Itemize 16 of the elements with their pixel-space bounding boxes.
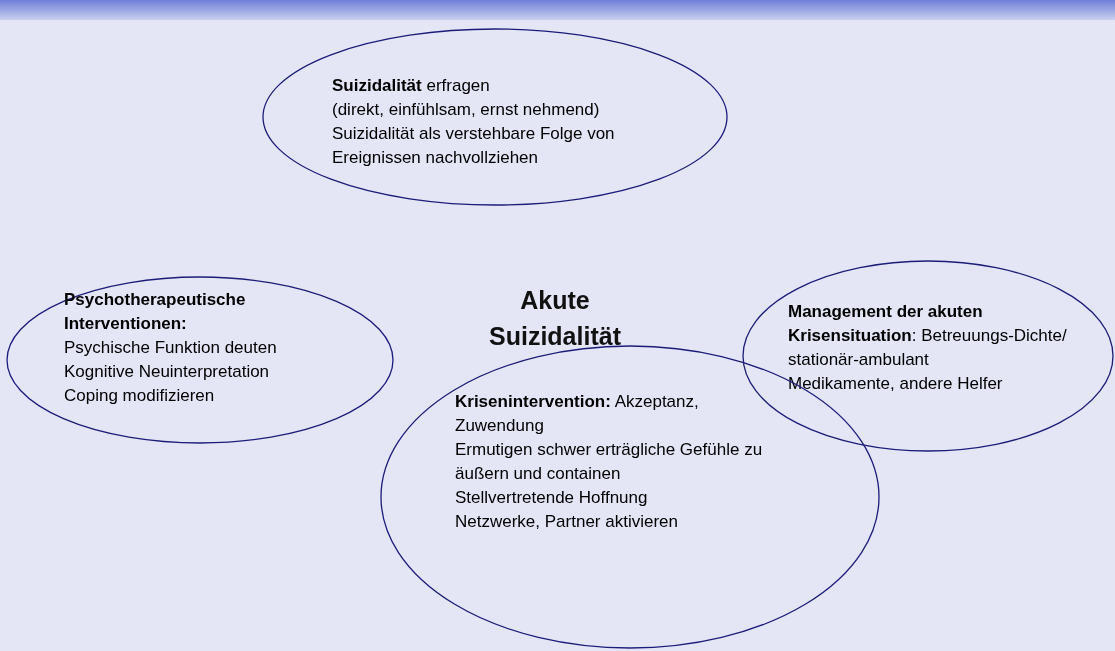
node-text: Krisenintervention: Akzeptanz, Zuwendung (455, 391, 700, 437)
node-text: Suizidalität als verstehbare Folge von Ereignissen nachvollziehen (332, 123, 616, 169)
center-title: Akute Suizidalität (488, 285, 622, 352)
node-text: Coping modifizieren (64, 385, 215, 407)
node-text: Medikamente, andere Helfer (788, 373, 1003, 395)
node-text: Psychische Funktion deuten (64, 337, 277, 359)
ellipse-node (262, 28, 728, 206)
ellipse-node (6, 276, 394, 444)
node-text: Kognitive Neuinterpretation (64, 361, 270, 383)
node-text: Management der akuten Krisensituation: Betreuungs-Dichte/ stationär-ambulant (788, 301, 1068, 371)
node-text: Psychotherapeutische Interventionen: (64, 289, 247, 335)
node-text: Ermutigen schwer erträgliche Gefühle zu äußern und containen (455, 439, 764, 485)
node-text: Netzwerke, Partner aktivieren (455, 511, 678, 533)
node-text: (direkt, einfühlsam, ernst nehmend) (332, 99, 600, 121)
node-text: Stellvertretende Hoffnung (455, 487, 648, 509)
node-text: Suizidalität erfragen (332, 75, 490, 97)
